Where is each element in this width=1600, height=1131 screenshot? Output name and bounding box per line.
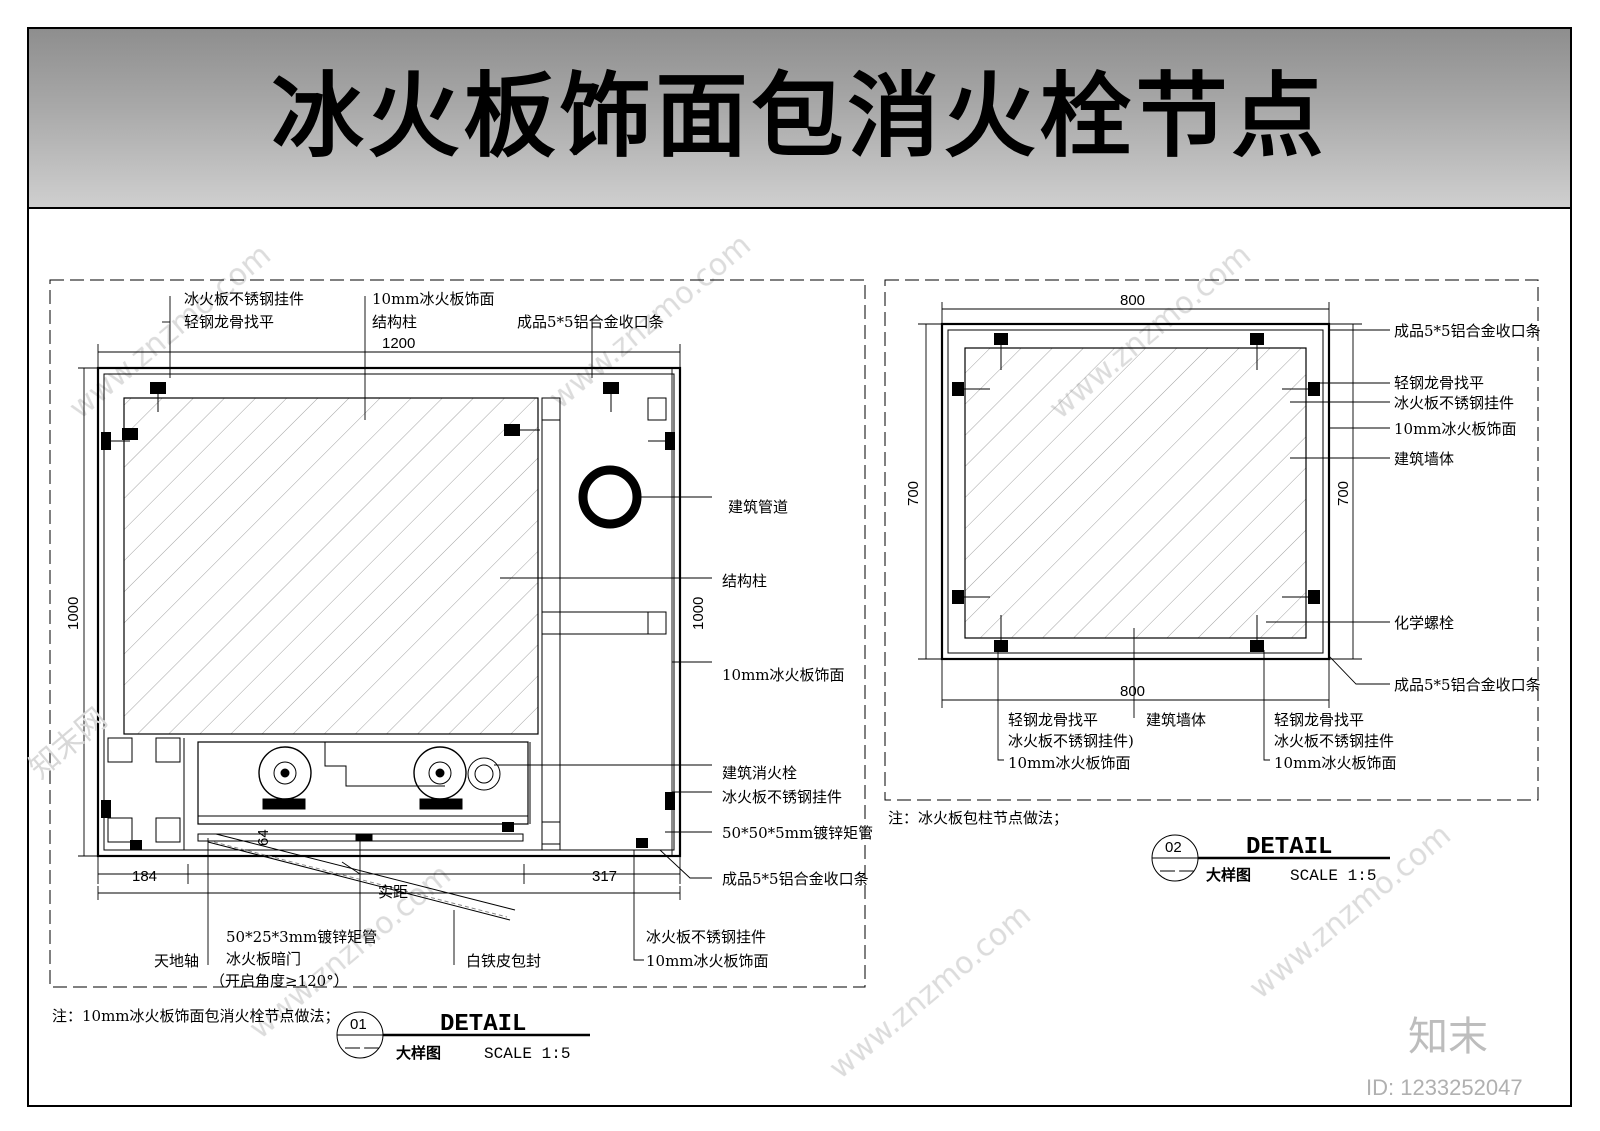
- label-pivot: 天地轴: [154, 952, 199, 970]
- detail-02-tag: 02 — — DETAIL 大样图 SCALE 1:5: [1151, 834, 1390, 885]
- tag-scale-02: SCALE 1:5: [1290, 867, 1376, 885]
- label2-keel: 轻钢龙骨找平: [1394, 374, 1484, 392]
- detail-01-annotations: 1200 1000 1000 184 317 实距 64 冰火板不锈钢挂件 轻钢…: [52, 290, 873, 1025]
- tag-num-02: 02: [1165, 839, 1182, 856]
- label-panel-bottom: 10mm冰火板饰面: [646, 952, 769, 970]
- dim-left-700: 700: [905, 481, 922, 506]
- detail-02: [884, 279, 1539, 801]
- label2-panel: 10mm冰火板饰面: [1394, 420, 1517, 438]
- tag-subtitle-02: 大样图: [1206, 866, 1251, 884]
- drawing-sheet-border: [27, 27, 1572, 1107]
- title-banner: 冰火板饰面包消火栓节点: [29, 29, 1570, 209]
- dim-bottom-184: 184: [132, 868, 157, 885]
- tag-num-01: 01: [350, 1016, 367, 1033]
- detail-01-tag: 01 — — DETAIL 大样图 SCALE 1:5: [336, 1011, 590, 1063]
- tag-sub-02: — —: [1160, 862, 1194, 879]
- tag-sub-01: — —: [345, 1039, 379, 1056]
- detail-01: [49, 279, 866, 988]
- label-panel-top: 10mm冰火板饰面: [372, 290, 495, 308]
- label2-bl-hanger: 冰火板不锈钢挂件): [1008, 732, 1134, 750]
- label2-br-keel: 轻钢龙骨找平: [1274, 711, 1364, 729]
- label2-bolt: 化学螺栓: [1394, 614, 1454, 632]
- image-id: ID: 1233252047: [1366, 1075, 1523, 1100]
- dim-small-64: 64: [255, 829, 272, 846]
- note-detail-02: 注：冰火板包柱节点做法；: [888, 809, 1068, 827]
- tag-scale-01: SCALE 1:5: [484, 1045, 570, 1063]
- label-angle: （开启角度≥120°）: [210, 972, 349, 990]
- note-detail-01: 注：10mm冰火板饰面包消火栓节点做法；: [52, 1007, 340, 1025]
- label2-bm-wall: 建筑墙体: [1146, 711, 1206, 729]
- label2-bl-panel: 10mm冰火板饰面: [1008, 754, 1131, 772]
- label-keel-top: 轻钢龙骨找平: [184, 313, 274, 331]
- label2-trim-bottom: 成品5*5铝合金收口条: [1394, 676, 1541, 694]
- dim-bottom-actual: 实距: [378, 884, 408, 901]
- tag-heading-01: DETAIL: [440, 1011, 526, 1038]
- dim-top-800: 800: [1120, 292, 1145, 309]
- dim-left-1000: 1000: [65, 597, 82, 630]
- label2-br-panel: 10mm冰火板饰面: [1274, 754, 1397, 772]
- detail-02-annotations: 800 800 700 700 成品5*5铝合金收口条 轻钢龙骨找平 冰火板不锈…: [888, 292, 1541, 827]
- label-tin: 白铁皮包封: [466, 952, 541, 970]
- label-trim-top: 成品5*5铝合金收口条: [517, 313, 664, 331]
- label2-hanger: 冰火板不锈钢挂件: [1394, 394, 1514, 412]
- label2-wall: 建筑墙体: [1394, 450, 1454, 468]
- dim-right-1000: 1000: [690, 597, 707, 630]
- dim-right-700: 700: [1335, 481, 1352, 506]
- label-hanger-top: 冰火板不锈钢挂件: [184, 290, 304, 308]
- label-column-top: 结构柱: [372, 313, 417, 331]
- dim-top-1200: 1200: [382, 335, 415, 352]
- dim-bottom-317: 317: [592, 868, 617, 885]
- tag-subtitle-01: 大样图: [396, 1044, 441, 1062]
- label-door: 冰火板暗门: [226, 950, 301, 968]
- dim-bottom-800: 800: [1120, 683, 1145, 700]
- label-trim-bottom: 成品5*5铝合金收口条: [722, 870, 869, 888]
- label-hydrant: 建筑消火栓: [722, 764, 797, 782]
- label2-trim-top: 成品5*5铝合金收口条: [1394, 322, 1541, 340]
- label-hanger-right: 冰火板不锈钢挂件: [722, 788, 842, 806]
- label-tube-right: 50*50*5mm镀锌矩管: [722, 824, 873, 842]
- watermark-text: www.znzmo.com: [823, 898, 1038, 1087]
- label-pipe: 建筑管道: [728, 498, 788, 516]
- label2-br-hanger: 冰火板不锈钢挂件: [1274, 732, 1394, 750]
- brand-logo: 知末: [1408, 1014, 1488, 1060]
- tag-heading-02: DETAIL: [1246, 834, 1332, 861]
- label-tube-door: 50*25*3mm镀锌矩管: [226, 928, 377, 946]
- label2-bl-keel: 轻钢龙骨找平: [1008, 711, 1098, 729]
- watermark-cn: 知末网: [23, 701, 114, 786]
- page-title: 冰火板饰面包消火栓节点: [271, 63, 1328, 170]
- label-panel-right: 10mm冰火板饰面: [722, 666, 845, 684]
- label-hanger-bottom: 冰火板不锈钢挂件: [646, 928, 766, 946]
- label-column-right: 结构柱: [722, 572, 767, 590]
